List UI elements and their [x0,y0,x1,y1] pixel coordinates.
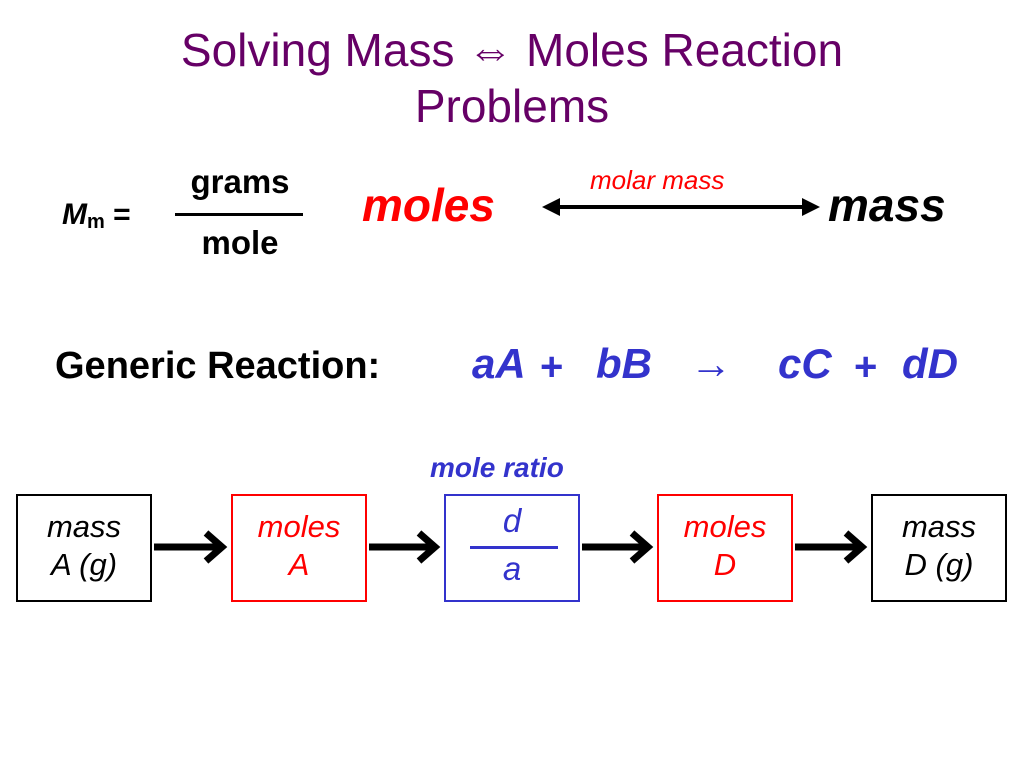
reaction-label: Generic Reaction: [55,345,381,387]
reaction-plus-2: + [854,345,878,389]
fraction-denominator: mole [201,224,279,261]
title-line-1: Solving Mass ⇔ Moles Reaction [0,22,1024,78]
molar-mass-subscript: m [87,211,105,233]
mole-ratio-fraction-bar [470,546,558,549]
flow-arrow-3-icon [582,530,654,564]
box-moles-d-line1: moles [683,509,767,544]
box-moles-d-line2: D [713,547,737,582]
reaction-term-cC: cC [778,340,832,387]
box-mass-d-line2: D (g) [904,547,974,582]
reaction-arrow-icon: → [690,340,732,387]
slide-title: Solving Mass ⇔ Moles Reaction Problems [0,22,1024,134]
box-mass-d: mass D (g) [871,494,1007,602]
flow-arrow-4-icon [795,530,868,564]
box-mass-a-line1: mass [46,509,122,544]
molar-mass-symbol: Mm = [62,198,131,234]
title-text-moles-reaction: Moles Reaction [526,24,844,76]
fraction-bar [175,213,303,216]
double-arrow-icon: ⇔ [467,24,514,76]
reaction-term-aA: aA [472,340,526,387]
flow-arrow-2-icon [369,530,441,564]
box-mass-a-line2: A (g) [50,547,118,582]
title-line-2: Problems [414,80,610,132]
box-mass-a: mass A (g) [16,494,152,602]
box-moles-a-line1: moles [257,509,341,544]
box-moles-d: moles D [657,494,793,602]
box-mass-d-line1: mass [901,509,977,544]
box-moles-a-line2: A [288,547,310,582]
reaction-term-dD: dD [902,340,958,387]
reaction-term-bB: bB [596,340,652,387]
molar-mass-M: M [62,198,87,231]
conversion-double-arrow-icon [542,198,820,216]
fraction-numerator: grams [190,163,290,200]
flow-arrow-1-icon [154,530,228,564]
mole-ratio-denominator: a [502,550,522,587]
conversion-moles: moles [362,179,495,231]
conversion-arrow-label: molar mass [590,165,725,195]
mole-ratio-numerator: d [502,502,522,539]
box-moles-a: moles A [231,494,367,602]
equals-sign: = [113,198,131,231]
conversion-mass: mass [828,179,946,231]
box-mole-ratio: d a [444,494,580,602]
mole-ratio-label: mole ratio [430,452,564,483]
reaction-plus-1: + [540,345,564,389]
title-text-mass: Solving Mass [180,24,455,76]
